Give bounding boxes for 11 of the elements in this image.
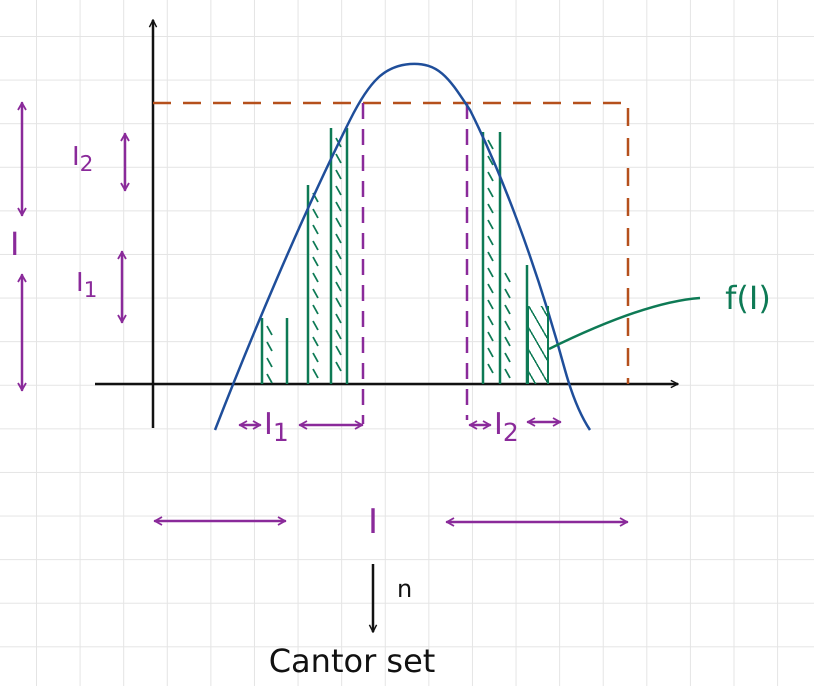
arrow (368, 564, 378, 633)
interval-label: I$_{2}$ (494, 410, 519, 445)
interval-label: I (10, 228, 20, 260)
hatched-region (527, 306, 549, 384)
leader-line (548, 296, 700, 350)
math-label: I (355, 502, 391, 542)
math-label: f(I) (700, 276, 796, 320)
interval-label: I$_{1}$ (76, 270, 98, 302)
math-label: Cantor set (252, 640, 452, 682)
interval-label: I$_{2}$ (72, 144, 94, 176)
interval-label: I$_{1}$ (264, 410, 289, 445)
